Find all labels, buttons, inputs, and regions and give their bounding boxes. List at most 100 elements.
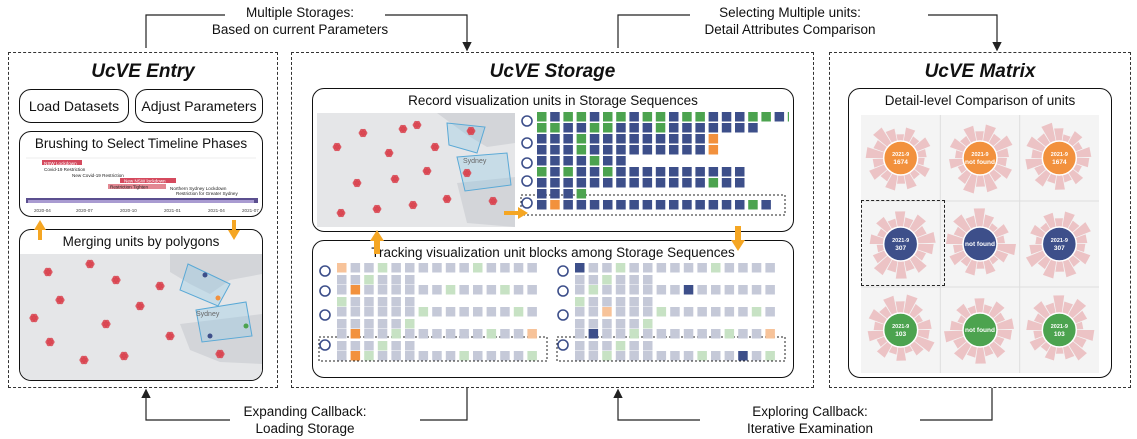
unit-block xyxy=(418,351,429,361)
unit-block xyxy=(642,145,653,155)
unit-block xyxy=(364,307,374,317)
suburb-marker xyxy=(79,355,89,365)
unit-block xyxy=(391,329,401,339)
unit-block xyxy=(405,351,415,361)
unit-block xyxy=(500,351,510,361)
unit-block xyxy=(459,351,469,361)
sequence-icon xyxy=(319,265,331,277)
unit-block xyxy=(405,341,415,351)
unit-block xyxy=(642,200,653,210)
unit-block xyxy=(459,307,469,317)
storage-map[interactable]: Sydney xyxy=(317,113,515,227)
suburb-marker xyxy=(352,178,362,188)
unit-block xyxy=(550,200,560,210)
unit-block xyxy=(377,297,388,307)
unit-block xyxy=(669,145,679,155)
unit-block xyxy=(350,351,361,361)
unit-block xyxy=(724,263,735,273)
unit-block xyxy=(724,329,735,339)
unit-block xyxy=(629,297,639,307)
unit-block xyxy=(629,341,639,351)
unit-block xyxy=(575,297,585,307)
unit-block xyxy=(445,307,456,317)
unit-block xyxy=(765,285,775,295)
unit-block xyxy=(669,134,679,144)
unit-block xyxy=(642,112,653,122)
unit-block xyxy=(629,200,639,210)
tracking-sequences-right[interactable] xyxy=(555,263,789,375)
unit-block xyxy=(550,156,560,166)
unit-block xyxy=(721,178,732,188)
tracking-sequences-left[interactable] xyxy=(317,263,551,375)
unit-block xyxy=(588,329,599,339)
unit-block xyxy=(765,307,775,317)
unit-block xyxy=(615,319,626,329)
unit-block xyxy=(616,112,626,122)
unit-block xyxy=(655,123,666,133)
unit-block xyxy=(537,167,547,177)
timeline-tick: 2020-10 xyxy=(120,208,137,213)
unit-block xyxy=(486,329,497,339)
merging-map-layer: Sydney xyxy=(29,254,262,365)
unit-block xyxy=(350,341,361,351)
suburb-marker xyxy=(412,120,422,130)
unit-block xyxy=(615,275,626,285)
unit-block xyxy=(377,263,388,273)
unit-block xyxy=(735,112,745,122)
unit-block xyxy=(655,200,666,210)
unit-block xyxy=(765,351,775,361)
unit-block xyxy=(721,167,732,177)
unit-block xyxy=(364,319,374,329)
sequence-icon xyxy=(557,265,569,277)
flow-caption-bottom-right-l1: Exploring Callback: xyxy=(752,404,868,419)
unit-block xyxy=(603,112,613,122)
unit-block xyxy=(616,156,626,166)
unit-block xyxy=(629,275,639,285)
unit-block xyxy=(589,200,600,210)
matrix-cell: not found xyxy=(944,298,1014,364)
record-sequences[interactable] xyxy=(519,111,789,229)
unit-block xyxy=(588,341,599,351)
unit-block xyxy=(391,285,401,295)
merging-title: Merging units by polygons xyxy=(62,234,220,249)
timeline-tick: 2021-07 xyxy=(242,208,259,213)
unit-date: 2021-9 xyxy=(971,152,988,158)
unit-block xyxy=(576,189,587,199)
load-datasets-button[interactable]: Load Datasets xyxy=(19,89,129,123)
suburb-marker xyxy=(466,126,476,136)
unit-block xyxy=(683,351,694,361)
unit-block xyxy=(418,329,429,339)
flow-caption-top-right: Selecting Multiple units: Detail Attribu… xyxy=(650,4,930,38)
sequence-icon xyxy=(557,285,569,297)
unit-block xyxy=(459,263,469,273)
unit-block xyxy=(629,263,639,273)
unit-block xyxy=(588,307,599,317)
unit-block xyxy=(724,351,735,361)
merging-map-city-label: Sydney xyxy=(196,311,220,318)
unit-block xyxy=(576,200,587,210)
timeline-chart[interactable]: NSW Lockdown Covid-19 Restriction New Co… xyxy=(20,154,262,214)
sequence-icon xyxy=(557,339,569,351)
unit-block xyxy=(695,134,705,144)
unit-date: 2021-9 xyxy=(1051,238,1068,244)
unit-block xyxy=(589,123,600,133)
unit-block xyxy=(576,123,587,133)
unit-block xyxy=(748,123,758,133)
unit-block xyxy=(642,178,653,188)
unit-circle xyxy=(962,140,998,176)
unit-block xyxy=(682,112,692,122)
unit-block xyxy=(721,200,732,210)
unit-block xyxy=(643,263,653,273)
adjust-parameters-button[interactable]: Adjust Parameters xyxy=(135,89,263,123)
suburb-marker xyxy=(390,174,400,184)
unit-block xyxy=(377,275,388,285)
merging-polygons-box: Merging units by polygons Sydney xyxy=(19,229,263,381)
unit-block xyxy=(655,167,666,177)
unit-block xyxy=(473,285,483,295)
matrix-panel: UcVE Matrix Detail-level Comparison of u… xyxy=(829,52,1131,388)
merging-map[interactable]: Sydney xyxy=(20,254,262,380)
unit-block xyxy=(432,329,442,339)
unit-value: 1674 xyxy=(1052,159,1067,166)
